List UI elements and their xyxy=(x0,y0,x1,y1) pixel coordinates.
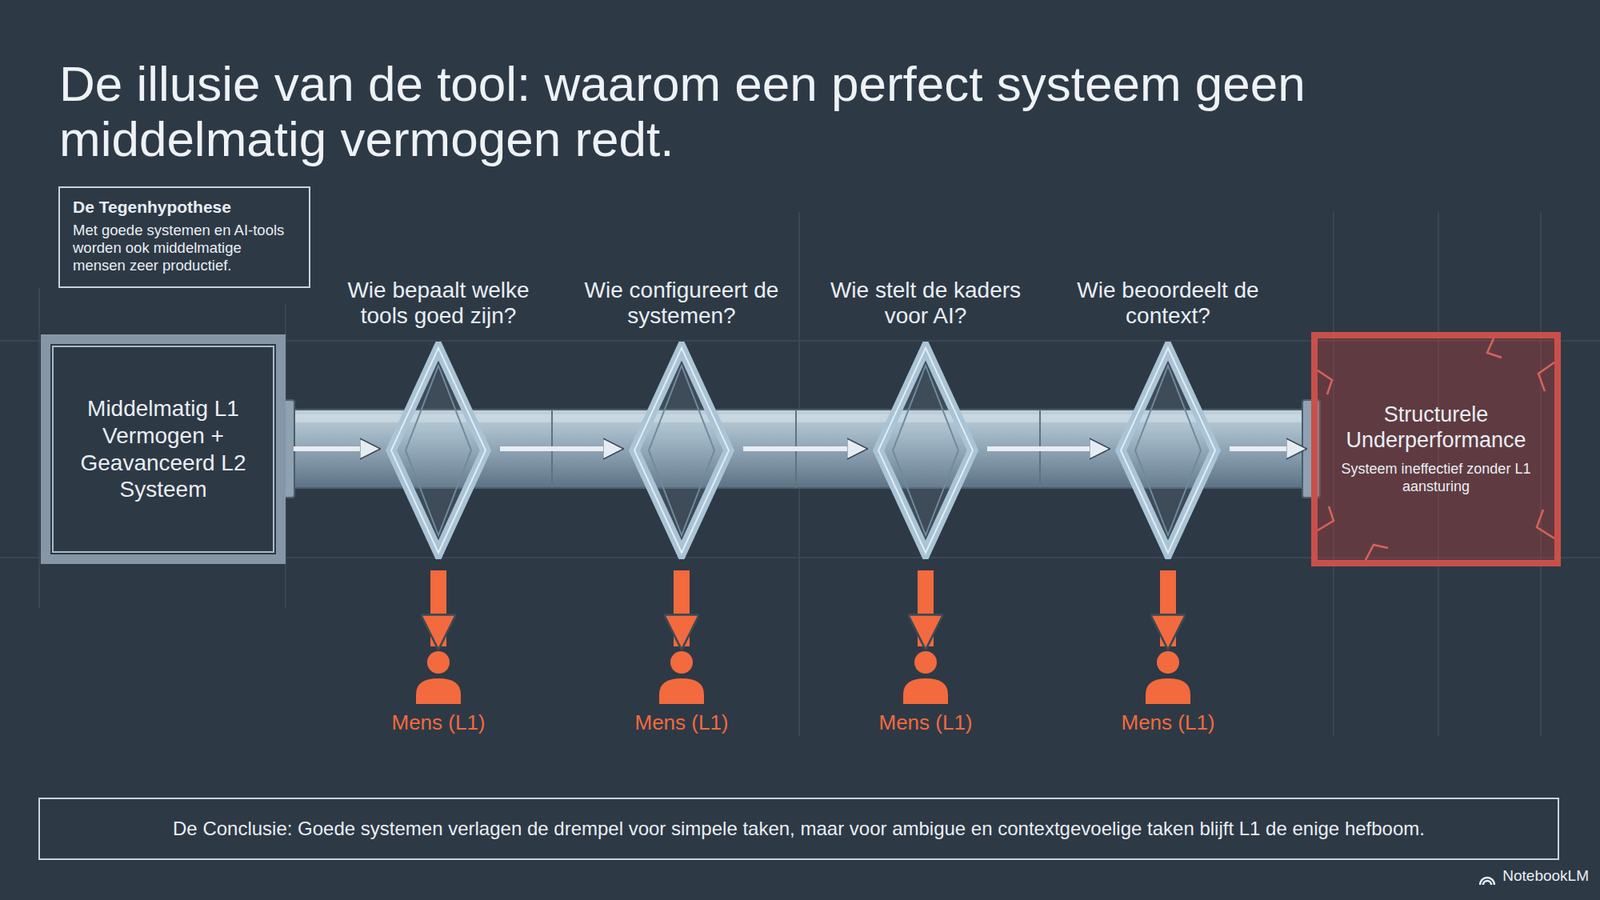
question-chevron: Wie beoordeelt de context? xyxy=(1114,341,1222,560)
question-chevron: Wie bepaalt welke tools goed zijn? xyxy=(384,341,492,560)
node-text: Wie configureert de systemen? xyxy=(581,277,782,329)
chevron-shape xyxy=(872,341,980,560)
node-text: De Conclusie: Goede systemen verlagen de… xyxy=(172,816,1425,841)
node-text: De Tegenhypothese xyxy=(72,197,296,217)
flow-arrow xyxy=(743,446,866,452)
responsibility-arrow xyxy=(430,570,447,647)
flow-arrow xyxy=(293,446,379,452)
node-text: Mens (L1) xyxy=(878,710,972,736)
responsibility-arrow xyxy=(673,570,690,647)
input-box: Middelmatig L1 Vermogen + Geavanceerd L2… xyxy=(40,334,286,564)
person-icon xyxy=(412,649,464,706)
person-icon xyxy=(900,649,952,706)
watermark-icon xyxy=(1480,877,1495,885)
conclusion-box: De Conclusie: Goede systemen verlagen de… xyxy=(38,797,1560,860)
question-chevron: Wie configureert de systemen? xyxy=(628,341,736,560)
flow-arrow xyxy=(500,446,622,452)
chevron-shape xyxy=(628,341,736,560)
node-text: Middelmatig L1 Vermogen + Geavanceerd L2… xyxy=(71,395,256,503)
question-chevron: Wie stelt de kaders voor AI? xyxy=(872,341,980,560)
chevron-shape xyxy=(1114,341,1222,560)
node-text: Structurele Underperformance xyxy=(1332,402,1540,454)
person-icon xyxy=(656,649,708,706)
grid-lines xyxy=(0,212,1600,736)
person-icon xyxy=(1142,649,1194,706)
node-text: Wie stelt de kaders voor AI? xyxy=(825,277,1026,329)
node-text: Mens (L1) xyxy=(1120,710,1215,736)
title: De illusie van de tool: waarom een perfe… xyxy=(59,56,1356,168)
watermark: NotebookLM xyxy=(1502,867,1589,885)
person-node: Mens (L1) xyxy=(1104,649,1232,736)
node-text: Mens (L1) xyxy=(391,710,485,736)
outcome-box: Structurele UnderperformanceSysteem inef… xyxy=(1311,332,1561,567)
chevron-shape xyxy=(384,341,492,560)
flow-arrow xyxy=(987,446,1108,452)
node-body-text: Met goede systemen en AI-tools worden oo… xyxy=(72,221,296,276)
person-node: Mens (L1) xyxy=(617,649,746,736)
responsibility-arrow xyxy=(1160,570,1176,647)
text-wrap: Middelmatig L1 Vermogen + Geavanceerd L2… xyxy=(71,395,256,503)
responsibility-arrow xyxy=(917,570,934,647)
text-wrap: De Conclusie: Goede systemen verlagen de… xyxy=(172,816,1425,841)
node-text: Mens (L1) xyxy=(634,710,728,736)
node-text: Wie beoordeelt de context? xyxy=(1068,277,1268,329)
flow-arrow xyxy=(1229,446,1305,452)
node-body-text: Systeem ineffectief zonder L1 aansturing xyxy=(1332,460,1540,496)
node-text: Wie bepaalt welke tools goed zijn? xyxy=(338,277,539,329)
hypothesis-box: De TegenhypotheseMet goede systemen en A… xyxy=(58,186,311,288)
person-node: Mens (L1) xyxy=(861,649,990,736)
person-node: Mens (L1) xyxy=(374,649,503,736)
